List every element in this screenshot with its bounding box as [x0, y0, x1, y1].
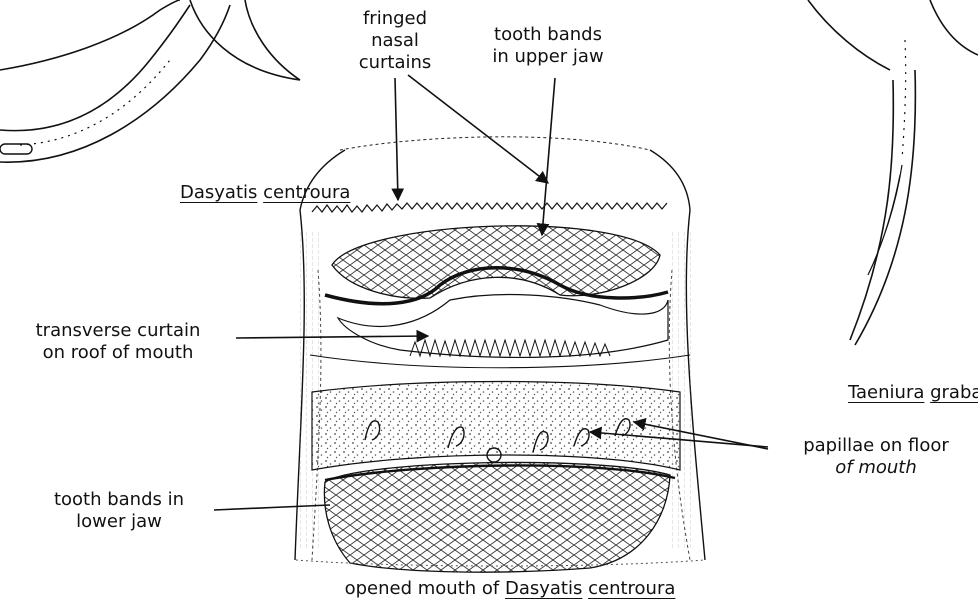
right-ray-tail-dots — [902, 40, 906, 160]
mouth-floor — [312, 382, 680, 471]
right-ray-figure — [808, 0, 978, 345]
left-caption-species: centroura — [263, 182, 350, 203]
snout-outline — [340, 137, 650, 150]
tooth-bands-lower-label: tooth bands in lower jaw — [24, 489, 214, 533]
leader-fringed-right — [408, 75, 548, 183]
left-caption-genus: Dasyatis — [180, 182, 257, 203]
main-figure-caption: opened mouth of Dasyatis centroura — [295, 578, 725, 600]
leader-fringed-left — [395, 78, 398, 200]
right-figure-caption: Taeniura graba — [848, 382, 978, 404]
lower-tooth-band — [324, 462, 670, 572]
fringed-nasal-curtains-label: fringed nasal curtains — [340, 8, 450, 74]
left-ray-tail-dots — [20, 60, 170, 145]
upper-tooth-band — [332, 226, 660, 298]
left-ray-tail-top — [0, 5, 190, 131]
leader-upper-teeth — [542, 78, 555, 235]
snout-right-curve — [650, 150, 690, 210]
left-ray-body-edge — [0, 0, 180, 70]
caption-species: centroura — [588, 578, 675, 599]
nasal-curtain-fringe — [312, 203, 667, 212]
side-hatching-right — [668, 230, 696, 550]
right-ray-body-edge — [808, 0, 890, 70]
papillae-label: papillae on floor of mouth — [774, 435, 978, 479]
right-caption-species: graba — [930, 382, 978, 403]
tooth-bands-upper-label: tooth bands in upper jaw — [478, 24, 618, 68]
left-ray-fin-edge — [190, 0, 300, 80]
right-caption-genus: Taeniura — [848, 382, 924, 403]
side-hatching-left — [296, 230, 322, 550]
transverse-curtain-label: transverse curtain on roof of mouth — [0, 320, 236, 364]
left-ray-tail-bottom — [0, 5, 230, 162]
caption-prefix: opened mouth of — [345, 578, 500, 599]
left-figure-caption: Dasyatis centroura — [180, 182, 370, 204]
right-ray-tail-left — [850, 80, 893, 340]
left-ray-tail-mark — [0, 144, 32, 154]
left-ray-figure — [0, 0, 300, 162]
caption-genus: Dasyatis — [505, 578, 582, 599]
right-ray-fin-edge — [930, 0, 978, 55]
